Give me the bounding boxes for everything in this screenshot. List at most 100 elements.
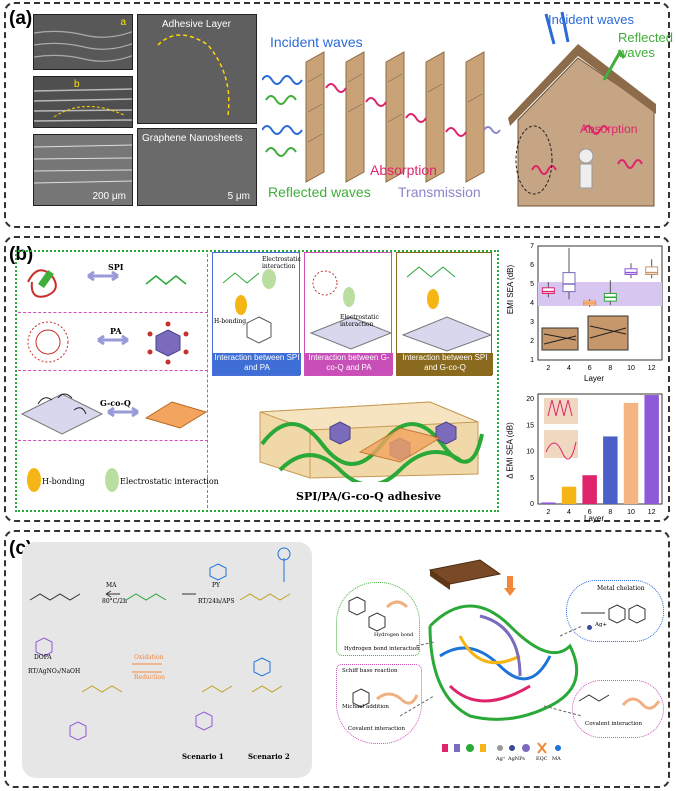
sem-layers-texture <box>34 30 132 62</box>
schiff-base-label: Schiff base reaction <box>342 668 398 674</box>
box-y-tick: 1 <box>530 357 534 364</box>
electro-annotation-1: Electrostatic interaction <box>262 256 301 270</box>
sem-scale-bar-label-2: 5 μm <box>227 191 250 202</box>
interaction-caption-spi-pa: Interaction between SPI and PA <box>213 353 301 375</box>
adhesive-title: SPI/PA/G-co-Q adhesive <box>296 490 442 503</box>
bar <box>582 475 597 504</box>
electrostatic-legend-icon <box>105 468 119 492</box>
bar-y-tick: 0 <box>530 501 534 508</box>
box-x-tick: 8 <box>608 365 612 372</box>
house-graphic <box>508 11 656 207</box>
sem-image-graphene: Graphene Nanosheets 5 μm <box>137 128 257 206</box>
bar-chart-ylabel: Δ EMI SEA (dB) <box>505 422 515 479</box>
gcoq-sheet-graphic <box>20 393 104 435</box>
transmission-label: Transmission <box>398 184 481 200</box>
hbond-inset <box>336 582 420 656</box>
legend-ma: MA <box>552 756 561 762</box>
graphene-label: Graphene Nanosheets <box>142 133 243 144</box>
covalent-right-graphic <box>578 694 661 710</box>
box-x-tick: 2 <box>546 365 550 372</box>
component-column <box>18 254 208 508</box>
bar <box>644 395 659 504</box>
schematic-frame <box>15 250 499 512</box>
row-divider-2 <box>18 370 208 371</box>
spi-label: SPI <box>108 262 124 272</box>
electro-annotation-2: Electrostatic interaction <box>340 314 379 328</box>
bar <box>623 402 639 504</box>
scenario-2-label: Scenario 2 <box>248 752 290 761</box>
interaction-box-spi-gcoq: Interaction between SPI and G-co-Q <box>396 252 493 376</box>
box-y-tick: 3 <box>530 319 534 326</box>
metal-chelation-label: Metal chelation <box>597 585 645 592</box>
oxidation-label: Oxidation <box>134 654 164 661</box>
box-plot-marks <box>541 247 659 307</box>
box-body <box>645 266 659 275</box>
shielding-house <box>506 10 666 222</box>
pa-label: PA <box>110 326 122 336</box>
bar-x-tick: 8 <box>608 509 612 516</box>
component-graphics <box>20 269 208 492</box>
ma-condition: 80°C/2h <box>102 598 127 605</box>
bar-y-tick: 20 <box>526 396 534 403</box>
box-body <box>624 268 638 275</box>
hbond-annotation: H-bonding <box>214 318 247 325</box>
bar-chart-xlabel: Layer <box>584 514 605 523</box>
ma-label: MA <box>106 582 117 589</box>
synthesis-scheme: MA 80°C/2h PY RT/24h/APS DOPA RT/AgNO₃/N… <box>22 542 312 778</box>
wave-schematic <box>261 22 504 202</box>
covalent-left-graphic <box>352 688 419 708</box>
metal-chelation-graphic <box>581 604 646 624</box>
reduction-label: Reduction <box>134 674 165 681</box>
box-x-tick: 12 <box>648 365 656 372</box>
box-chart-ylabel: EMI SEA (dB) <box>506 264 516 315</box>
michael-addition-label: Michael addition <box>342 704 389 710</box>
gcoq-pa-graphic <box>309 270 393 350</box>
box-x-tick: 10 <box>627 365 635 372</box>
spi-protein-graphic <box>27 269 57 298</box>
row-divider-3 <box>18 440 208 441</box>
adhesive-outline <box>157 34 230 116</box>
mechanism-graphic <box>399 559 583 721</box>
laminate-inset <box>541 315 629 351</box>
bar-x-tick: 2 <box>546 509 550 516</box>
hbonding-legend-icon <box>27 468 41 492</box>
interaction-box-spi-pa: Interaction between SPI and PA <box>212 252 301 376</box>
bar <box>541 502 556 504</box>
sem-image-mid: b <box>33 76 133 128</box>
sem-label-b: b <box>74 79 80 90</box>
panel-c <box>4 530 670 788</box>
sem-image-adhesive: Adhesive Layer <box>137 14 257 124</box>
dopa-condition: RT/AgNO₃/NaOH <box>28 668 81 675</box>
bar-y-tick: 10 <box>526 449 534 456</box>
legend-ag-ion: Ag⁺ <box>496 756 506 762</box>
hbonding-legend-label: H-bonding <box>42 477 85 486</box>
box-x-tick: 6 <box>588 365 592 372</box>
box-y-tick: 4 <box>530 300 534 307</box>
bar-y-tick: 5 <box>530 475 534 482</box>
sem-layers-texture-mid <box>34 88 132 122</box>
house-absorption-label: Absorption <box>580 122 638 136</box>
interaction-caption-spi-gcoq: Interaction between SPI and G-co-Q <box>397 353 493 375</box>
hbond-inset-graphic <box>348 596 409 632</box>
scheme-graphic <box>29 547 291 741</box>
ag-ion-icon <box>587 625 592 630</box>
house-incident-label: Incident waves <box>548 12 634 27</box>
highlight-band <box>538 282 662 306</box>
bar <box>603 436 618 504</box>
reflected-waves-label: Reflected waves <box>268 184 371 200</box>
bar-inset-graphic <box>544 398 578 460</box>
box-y-tick: 7 <box>530 243 534 250</box>
sem-label-a: a <box>120 17 126 28</box>
panel-a-label: (a) <box>9 8 33 29</box>
sem-image-bottom: 200 μm <box>33 134 133 206</box>
bar-x-tick: 10 <box>627 509 635 516</box>
hbond-interaction-label: Hydrogen bond interaction <box>344 646 420 652</box>
legend-agnps: AgNPs <box>508 756 525 762</box>
bar-marks <box>541 395 659 504</box>
scenario-1-label: Scenario 1 <box>182 752 224 761</box>
hbond-key-label: Hydrogen bond <box>374 632 414 638</box>
covalent-right-inset: Covalent interaction <box>572 680 664 738</box>
row-divider-1 <box>18 312 208 313</box>
box-y-tick: 5 <box>530 281 534 288</box>
box-y-tick: 2 <box>530 338 534 345</box>
